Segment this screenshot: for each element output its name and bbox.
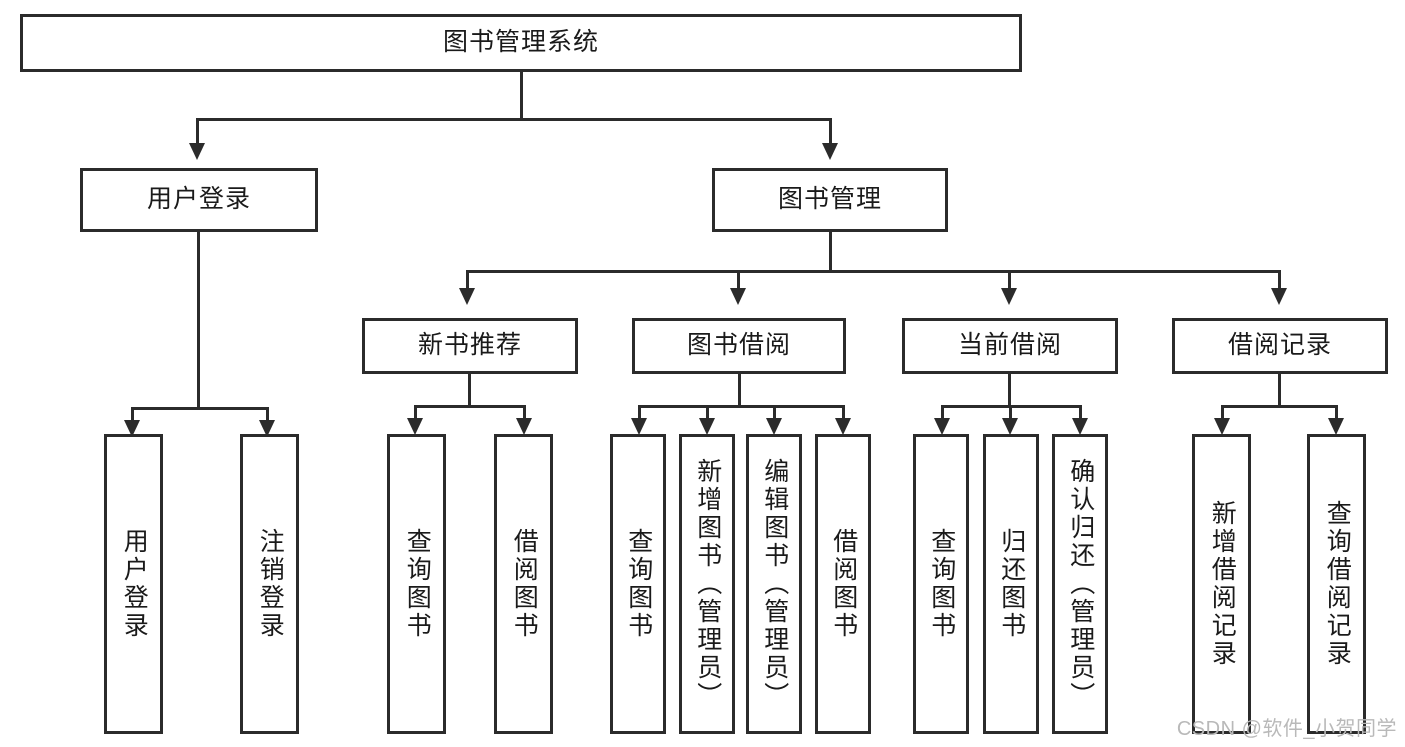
leaf-cb-return-book[interactable]: 归还图书 — [983, 434, 1039, 734]
edge-user-login-drop-1 — [131, 407, 134, 425]
edge-br-drop-2 — [1335, 405, 1338, 423]
arrow-to-br-query-record — [1328, 418, 1344, 435]
arrow-to-current-borrow — [1001, 288, 1017, 305]
arrow-root-to-user-login — [189, 143, 205, 160]
arrow-to-leaf-user-login — [124, 420, 140, 437]
edge-nbr-drop-1 — [414, 405, 417, 423]
leaf-bb-add-book[interactable]: 新增图书（管理员） — [679, 434, 735, 734]
node-label: 当前借阅 — [957, 331, 1062, 360]
edge-root-bus — [196, 118, 832, 121]
edge-bm-drop-new-book — [466, 270, 469, 292]
node-label: 用户登录 — [146, 185, 251, 214]
edge-cb-drop-3 — [1079, 405, 1082, 423]
arrow-to-bb-borrow-book — [835, 418, 851, 435]
leaf-logout[interactable]: 注销登录 — [240, 434, 299, 734]
arrow-to-bb-query-book — [631, 418, 647, 435]
node-label: 图书管理系统 — [442, 28, 599, 57]
edge-nbr-bus — [414, 405, 526, 408]
arrow-root-to-book-management — [822, 143, 838, 160]
node-book-borrow[interactable]: 图书借阅 — [632, 318, 846, 374]
arrow-to-bb-edit-book — [766, 418, 782, 435]
arrow-to-borrow-record — [1271, 288, 1287, 305]
edge-user-login-bus — [131, 407, 268, 410]
node-book-management[interactable]: 图书管理 — [712, 168, 948, 232]
leaf-bb-edit-book[interactable]: 编辑图书（管理员） — [746, 434, 802, 734]
edge-bb-drop-3 — [773, 405, 776, 423]
edge-br-bus — [1221, 405, 1338, 408]
edge-root-stem — [520, 72, 523, 118]
arrow-to-book-borrow — [730, 288, 746, 305]
leaf-br-add-record[interactable]: 新增借阅记录 — [1192, 434, 1251, 734]
edge-bm-drop-book-borrow — [737, 270, 740, 292]
node-label: 查询图书 — [624, 528, 653, 640]
node-label: 注销登录 — [256, 528, 285, 640]
node-user-login[interactable]: 用户登录 — [80, 168, 318, 232]
edge-br-drop-1 — [1221, 405, 1224, 423]
leaf-br-query-record[interactable]: 查询借阅记录 — [1307, 434, 1366, 734]
edge-root-to-user-login — [196, 118, 199, 146]
node-label: 新增借阅记录 — [1208, 500, 1237, 668]
leaf-cb-query-book[interactable]: 查询图书 — [913, 434, 969, 734]
node-label: 借阅图书 — [510, 528, 539, 640]
leaf-user-login[interactable]: 用户登录 — [104, 434, 163, 734]
edge-br-stem — [1278, 374, 1281, 407]
arrow-to-cb-return-book — [1002, 418, 1018, 435]
arrow-to-leaf-logout — [259, 420, 275, 437]
edge-bb-drop-2 — [706, 405, 709, 423]
edge-user-login-stem — [197, 232, 200, 410]
node-borrow-record[interactable]: 借阅记录 — [1172, 318, 1388, 374]
edge-root-to-book-management — [829, 118, 832, 146]
node-label: 借阅图书 — [829, 528, 858, 640]
edge-bm-drop-current-borrow — [1008, 270, 1011, 292]
node-label: 查询借阅记录 — [1323, 500, 1352, 668]
node-label: 编辑图书（管理员） — [760, 458, 789, 710]
leaf-bb-query-book[interactable]: 查询图书 — [610, 434, 666, 734]
node-label: 用户登录 — [120, 528, 149, 640]
node-new-book-recommend[interactable]: 新书推荐 — [362, 318, 578, 374]
node-label: 借阅记录 — [1227, 331, 1332, 360]
arrow-to-nbr-borrow-book — [516, 418, 532, 435]
node-label: 新书推荐 — [417, 331, 522, 360]
edge-bb-bus — [638, 405, 845, 408]
arrow-to-cb-confirm-return — [1072, 418, 1088, 435]
arrow-to-new-book-recommend — [459, 288, 475, 305]
edge-bb-stem — [738, 374, 741, 407]
edge-bb-drop-1 — [638, 405, 641, 423]
node-label: 确认归还（管理员） — [1066, 458, 1095, 710]
node-label: 新增图书（管理员） — [693, 458, 722, 710]
leaf-cb-confirm-return[interactable]: 确认归还（管理员） — [1052, 434, 1108, 734]
edge-book-management-stem — [829, 232, 832, 272]
edge-nbr-drop-2 — [523, 405, 526, 423]
node-label: 查询图书 — [403, 528, 432, 640]
edge-bb-drop-4 — [842, 405, 845, 423]
arrow-to-bb-add-book — [699, 418, 715, 435]
edge-cb-stem — [1008, 374, 1011, 407]
edge-cb-drop-1 — [941, 405, 944, 423]
node-label: 查询图书 — [927, 528, 956, 640]
node-label: 归还图书 — [997, 528, 1026, 640]
edge-bm-drop-borrow-record — [1278, 270, 1281, 292]
node-root-book-management-system[interactable]: 图书管理系统 — [20, 14, 1022, 72]
node-label: 图书管理 — [777, 185, 882, 214]
arrow-to-nbr-query-book — [407, 418, 423, 435]
leaf-nbr-query-book[interactable]: 查询图书 — [387, 434, 446, 734]
edge-nbr-stem — [468, 374, 471, 407]
arrow-to-br-add-record — [1214, 418, 1230, 435]
arrow-to-cb-query-book — [934, 418, 950, 435]
leaf-bb-borrow-book[interactable]: 借阅图书 — [815, 434, 871, 734]
edge-user-login-drop-2 — [266, 407, 269, 425]
node-label: 图书借阅 — [686, 331, 791, 360]
edge-cb-drop-2 — [1009, 405, 1012, 423]
leaf-nbr-borrow-book[interactable]: 借阅图书 — [494, 434, 553, 734]
node-current-borrow[interactable]: 当前借阅 — [902, 318, 1118, 374]
edge-book-management-bus — [466, 270, 1281, 273]
